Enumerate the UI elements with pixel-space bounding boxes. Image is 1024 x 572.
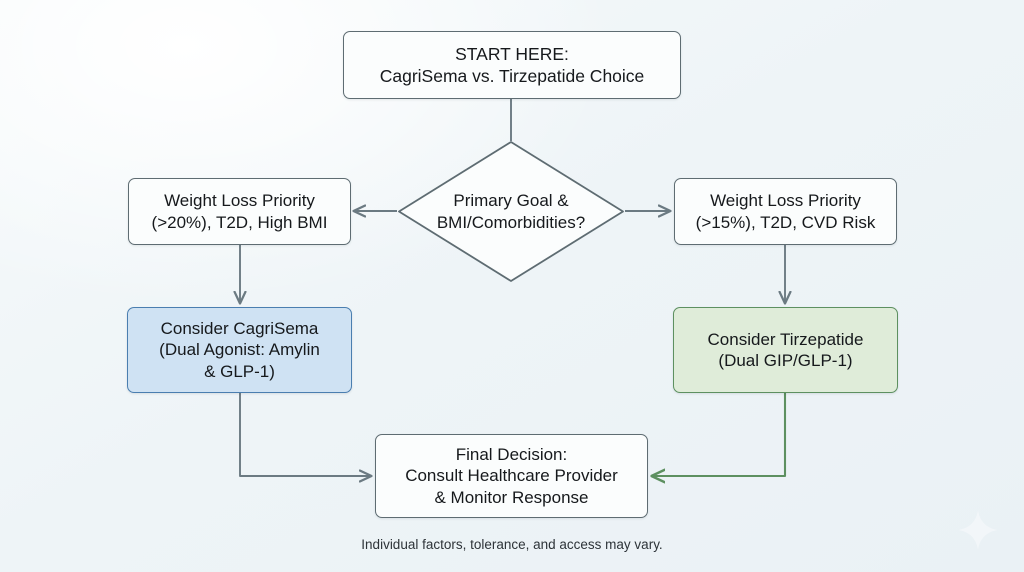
node-start[interactable]: START HERE: CagriSema vs. Tirzepatide Ch… bbox=[343, 31, 681, 99]
edge-treatment-left-to-final bbox=[239, 393, 371, 476]
node-decision[interactable]: Primary Goal & BMI/Comorbidities? bbox=[397, 140, 625, 283]
node-decision-label: Primary Goal & BMI/Comorbidities? bbox=[436, 191, 586, 232]
edge-treatment-right-to-final bbox=[652, 393, 787, 476]
node-treatment-tirzepatide[interactable]: Consider Tirzepatide (Dual GIP/GLP-1) bbox=[673, 307, 898, 393]
node-branch-left[interactable]: Weight Loss Priority (>20%), T2D, High B… bbox=[128, 178, 351, 245]
diamond-shape-icon bbox=[398, 141, 624, 282]
node-final-decision[interactable]: Final Decision: Consult Healthcare Provi… bbox=[375, 434, 648, 518]
footnote-text: Individual factors, tolerance, and acces… bbox=[361, 537, 663, 552]
node-treatment-cagrisema[interactable]: Consider CagriSema (Dual Agonist: Amylin… bbox=[127, 307, 352, 393]
node-branch-right[interactable]: Weight Loss Priority (>15%), T2D, CVD Ri… bbox=[674, 178, 897, 245]
